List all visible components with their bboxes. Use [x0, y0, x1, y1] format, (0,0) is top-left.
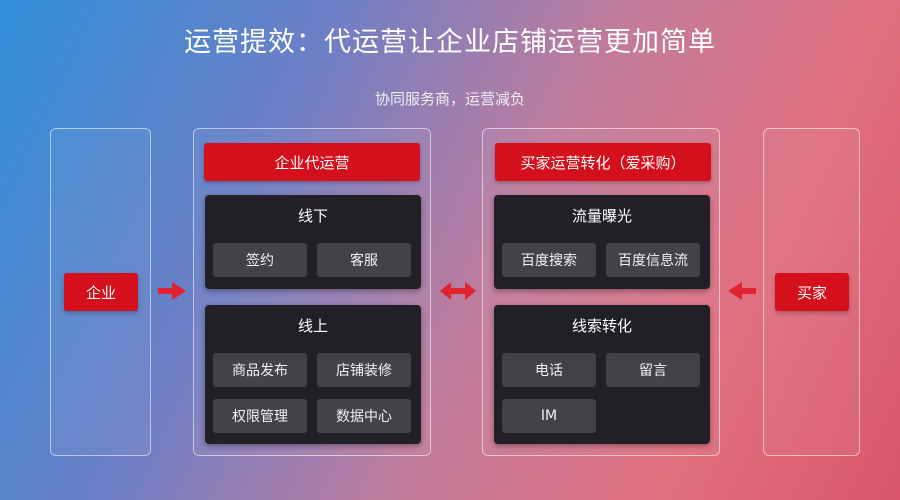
chip-product-publish: 商品发布	[213, 353, 307, 387]
page-subtitle: 协同服务商，运营减负	[374, 90, 525, 108]
online-box: 线上 商品发布 店铺装修 权限管理 数据中心	[205, 305, 421, 444]
chip-baidu-search: 百度搜索	[502, 243, 596, 277]
chip-shop-decoration: 店铺装修	[317, 353, 411, 387]
buyer-panel-header: 买家运营转化（爱采购）	[495, 143, 711, 181]
online-title: 线上	[297, 317, 328, 335]
buyer-label: 买家	[775, 273, 849, 311]
page-title: 运营提效：代运营让企业店铺运营更加简单	[184, 27, 716, 58]
traffic-title: 流量曝光	[571, 207, 632, 225]
chip-permission: 权限管理	[213, 399, 307, 433]
chip-im: IM	[502, 399, 596, 433]
chip-phone: 电话	[502, 353, 596, 387]
offline-box: 线下 签约 客服	[205, 195, 421, 289]
chip-data-center: 数据中心	[317, 399, 411, 433]
right-arrow-icon	[158, 282, 186, 300]
chip-baidu-feed: 百度信息流	[606, 243, 700, 277]
service-panel-header: 企业代运营	[204, 143, 420, 181]
chip-sign: 签约	[213, 243, 307, 277]
buyer-operation-panel: 买家运营转化（爱采购） 流量曝光 百度搜索 百度信息流 线索转化 电话 留言 I…	[482, 128, 720, 456]
enterprise-panel: 企业	[50, 128, 151, 456]
left-arrow-icon	[728, 282, 756, 300]
offline-title: 线下	[297, 207, 328, 225]
chip-message: 留言	[606, 353, 700, 387]
leads-title: 线索转化	[571, 317, 632, 335]
chip-customer-service: 客服	[317, 243, 411, 277]
enterprise-label: 企业	[64, 273, 138, 311]
double-arrow-icon	[440, 282, 476, 300]
service-panel: 企业代运营 线下 签约 客服 线上 商品发布 店铺装修 权限管理 数据中心	[193, 128, 431, 456]
traffic-box: 流量曝光 百度搜索 百度信息流	[494, 195, 710, 289]
buyer-panel: 买家	[763, 128, 860, 456]
leads-box: 线索转化 电话 留言 IM	[494, 305, 710, 444]
